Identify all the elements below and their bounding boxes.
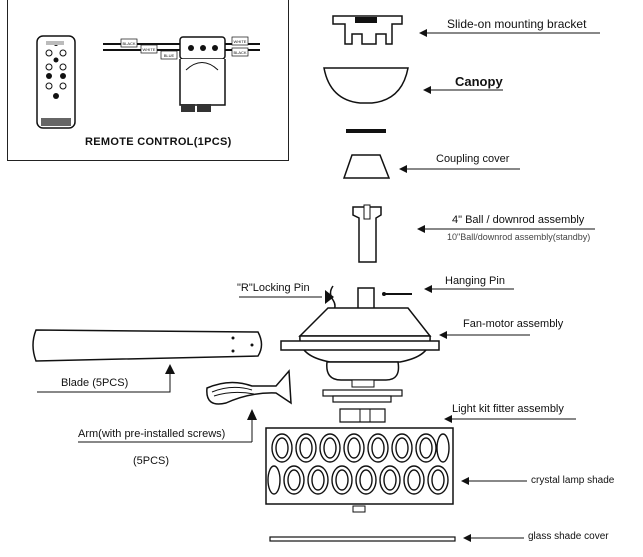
glass-cover-label: glass shade cover: [528, 531, 609, 542]
wire-label: BLACK: [233, 50, 246, 55]
coupling-cover: [342, 129, 520, 179]
crystal-pattern: [267, 433, 450, 495]
arm-label: Arm(with pre-installed screws): [78, 428, 226, 440]
receiver-unit: BLACK WHITE BLUE WHITE BLACK: [103, 36, 260, 112]
arm-quantity-label: (5PCS): [133, 455, 170, 467]
remote-control-caption: REMOTE CONTROL(1PCS): [85, 136, 232, 148]
ball-downrod: [352, 204, 595, 263]
hanging-pin: [357, 285, 514, 310]
crystal-shade-label: crystal lamp shade: [531, 475, 615, 486]
blade-label: Blade (5PCS): [61, 377, 129, 389]
wire-label: BLACK: [122, 41, 135, 46]
glass-shade-cover: [269, 534, 524, 542]
slide-on-bracket-label: Slide-on mounting bracket: [447, 17, 587, 31]
ball-downrod-label: 4" Ball / downrod assembly: [452, 214, 585, 226]
hanging-pin-label: Hanging Pin: [445, 275, 505, 287]
remote-control-frame: [7, 0, 289, 161]
remote-control-box: BLACK WHITE BLUE WHITE BLACK: [36, 35, 260, 129]
light-kit: [322, 379, 576, 423]
wire-label: BLUE: [164, 53, 175, 58]
blade: [32, 329, 263, 393]
crystal-lamp-shade: [265, 427, 527, 513]
canopy: [323, 67, 503, 104]
blade-arm: [78, 369, 292, 443]
canopy-label: Canopy: [455, 74, 503, 89]
slide-on-bracket: [332, 15, 600, 45]
fan-motor-label: Fan-motor assembly: [463, 318, 564, 330]
fan-motor: [280, 307, 530, 381]
wire-label: WHITE: [143, 47, 156, 52]
light-kit-label: Light kit fitter assembly: [452, 403, 564, 415]
ball-downrod-standby-label: 10"Ball/downrod assembly(standby): [447, 232, 591, 242]
remote-handset: [36, 35, 76, 129]
wire-label: WHITE: [234, 39, 247, 44]
coupling-cover-label: Coupling cover: [436, 153, 510, 165]
locking-pin-label: "R"Locking Pin: [237, 282, 310, 294]
